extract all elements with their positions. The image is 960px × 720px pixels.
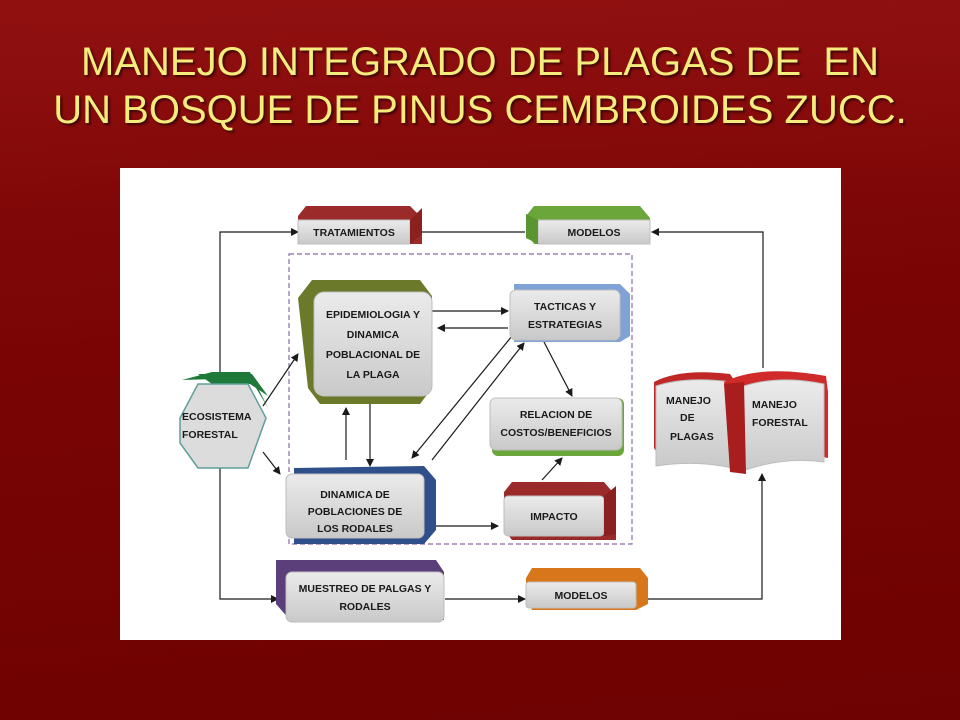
- ecosistema-line-2: FORESTAL: [182, 429, 238, 441]
- manejo-plagas-line-3: PLAGAS: [670, 431, 714, 443]
- tacticas-box: TACTICAS Y ESTRATEGIAS: [509, 284, 630, 342]
- tacticas-line-2: ESTRATEGIAS: [528, 319, 602, 331]
- arrow-tacticas-to-relacion: [543, 341, 573, 397]
- dinamica-line-3: LOS RODALES: [317, 523, 393, 535]
- ecosistema-line-1: ECOSISTEMA: [182, 411, 252, 423]
- epidemiologia-line-4: LA PLAGA: [346, 369, 400, 381]
- diagram-svg: TRATAMIENTOS MODELOS EPIDEMIOLOGIA Y DIN…: [179, 206, 828, 623]
- dinamica-line-2: POBLACIONES DE: [308, 506, 403, 518]
- muestreo-box: MUESTREO DE PALGAS Y RODALES: [276, 560, 445, 623]
- arrow-eco-to-dinamica: [262, 451, 281, 475]
- tratamientos-box: TRATAMIENTOS: [297, 206, 422, 245]
- manejo-forestal-line-2: FORESTAL: [752, 417, 808, 429]
- epidemiologia-line-3: POBLACIONAL DE: [326, 349, 420, 361]
- manejo-forestal-line-1: MANEJO: [752, 399, 797, 411]
- arrow-eco-to-muestreo: [219, 468, 279, 603]
- dinamica-line-1: DINAMICA DE: [320, 489, 390, 501]
- impacto-label: IMPACTO: [530, 511, 577, 523]
- arrow-modelos-to-manejo: [643, 473, 766, 600]
- arrow-dinamica-to-tacticas: [431, 342, 525, 461]
- modelos-top-label: MODELOS: [567, 227, 620, 239]
- impacto-box: IMPACTO: [503, 482, 616, 540]
- relacion-line-1: RELACION DE: [520, 409, 592, 421]
- dinamica-rodales-box: DINAMICA DE POBLACIONES DE LOS RODALES: [285, 466, 436, 544]
- modelos-bottom-box: MODELOS: [525, 568, 648, 610]
- arrow-eco-to-epidemiologia: [262, 353, 299, 407]
- epidemiologia-line-2: DINAMICA: [347, 329, 400, 341]
- inner-dashed-frame: [288, 253, 633, 545]
- relacion-line-2: COSTOS/BENEFICIOS: [500, 427, 611, 439]
- arrow-eco-to-tratamientos: [219, 228, 299, 378]
- arrow-tacticas-to-dinamica: [411, 335, 513, 459]
- diagram-figure: TRATAMIENTOS MODELOS EPIDEMIOLOGIA Y DIN…: [120, 168, 841, 640]
- arrow-impacto-to-relacion: [541, 457, 563, 481]
- epidemiologia-line-1: EPIDEMIOLOGIA Y: [326, 309, 420, 321]
- tacticas-line-1: TACTICAS Y: [534, 301, 596, 313]
- title-line-2: UN BOSQUE DE PINUS CEMBROIDES ZUCC.: [53, 88, 907, 132]
- ecosistema-box: ECOSISTEMA FORESTAL: [179, 372, 268, 469]
- arrow-manejo-to-modelos: [651, 228, 764, 368]
- manejo-box: MANEJO DE PLAGAS MANEJO FORESTAL: [654, 371, 828, 474]
- manejo-plagas-line-1: MANEJO: [666, 395, 711, 407]
- connectors: [219, 228, 766, 603]
- modelos-bottom-label: MODELOS: [554, 590, 607, 602]
- slide-title: MANEJO INTEGRADO DE PLAGAS DE EN UN BOSQ…: [0, 38, 960, 134]
- muestreo-line-2: RODALES: [339, 601, 390, 613]
- relacion-box: RELACION DE COSTOS/BENEFICIOS: [489, 397, 624, 456]
- manejo-plagas-line-2: DE: [680, 412, 695, 424]
- title-line-1: MANEJO INTEGRADO DE PLAGAS DE EN: [81, 40, 879, 84]
- muestreo-line-1: MUESTREO DE PALGAS Y: [299, 583, 432, 595]
- tratamientos-label: TRATAMIENTOS: [313, 227, 395, 239]
- epidemiologia-box: EPIDEMIOLOGIA Y DINAMICA POBLACIONAL DE …: [298, 280, 433, 404]
- modelos-top-box: MODELOS: [526, 206, 651, 245]
